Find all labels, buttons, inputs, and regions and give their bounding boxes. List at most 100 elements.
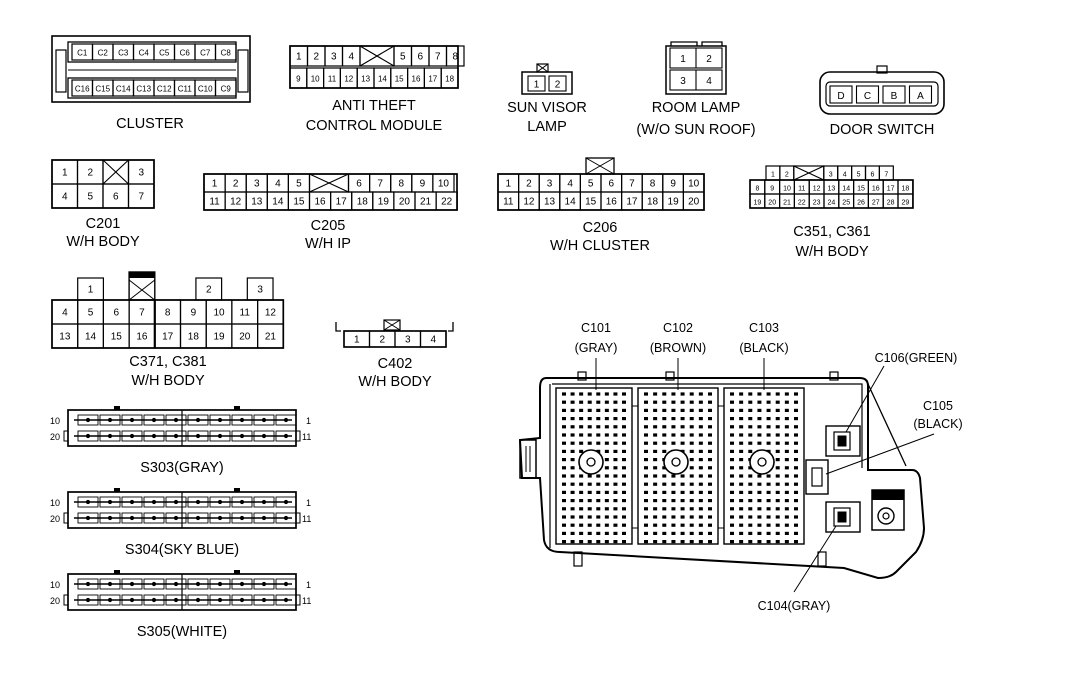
cluster-pin: C12	[157, 85, 172, 94]
c206-pin: 12	[523, 197, 535, 208]
c371-pin: 8	[165, 308, 171, 319]
c206-pin: 6	[609, 179, 615, 190]
splice-pin-number: 20	[50, 596, 60, 606]
c351-pin: 5	[857, 172, 861, 179]
pin-cell	[214, 79, 237, 97]
blank-pin-cross	[102, 159, 129, 185]
anti-theft-pin: 8	[452, 52, 458, 63]
c205-pin: 7	[377, 179, 383, 190]
c205-pin: 9	[420, 179, 426, 190]
c206-pin: 17	[626, 197, 638, 208]
splice-caption: S304(SKY BLUE)	[125, 542, 239, 558]
c201-pin: 2	[87, 168, 93, 179]
c351-caption-line2: W/H BODY	[795, 244, 869, 260]
c402-caption-line2: W/H BODY	[358, 374, 432, 390]
c201-caption-line2: W/H BODY	[66, 234, 140, 250]
c371-caption-line1: C371, C381	[129, 354, 206, 370]
c104-label: C104(GRAY)	[758, 599, 831, 613]
c201-pin: 3	[138, 168, 144, 179]
c351-pin: 7	[884, 172, 888, 179]
c351-pin: 18	[902, 186, 910, 193]
cluster-pin: C13	[136, 85, 151, 94]
splice-pin-number: 1	[306, 580, 311, 590]
c371-pin: 16	[136, 332, 148, 343]
door-switch-pin: B	[891, 91, 898, 102]
c351-pin: 22	[798, 200, 806, 207]
c206-pin: 19	[668, 197, 680, 208]
anti-theft-pin: 10	[311, 75, 320, 84]
c201-pin: 4	[62, 192, 68, 203]
c206-pin: 10	[688, 179, 700, 190]
c205-pin: 3	[254, 179, 260, 190]
room-lamp-pin: 2	[706, 54, 712, 65]
pin-cell	[214, 43, 237, 61]
door-switch-pin: D	[837, 91, 844, 102]
c105-label: C105	[923, 399, 953, 413]
c371-pin: 21	[265, 332, 277, 343]
c371-pin: 9	[191, 308, 197, 319]
anti-theft-caption-line2: CONTROL MODULE	[306, 118, 443, 134]
c103-label: C103	[749, 321, 779, 335]
anti-theft-pin: 12	[344, 75, 353, 84]
c371-pin: 18	[188, 332, 200, 343]
c205-pin: 19	[378, 197, 390, 208]
c351-pin: 26	[857, 200, 865, 207]
c206-pin: 20	[688, 197, 700, 208]
c351-pin: 2	[785, 172, 789, 179]
sun-visor-pin: 2	[555, 80, 561, 91]
cluster-pin: C14	[116, 85, 131, 94]
c205-pin: 12	[230, 197, 242, 208]
c371-pin: 3	[257, 285, 263, 296]
anti-theft-pin: 16	[412, 75, 421, 84]
c101-color: (GRAY)	[575, 341, 618, 355]
c205-pin: 5	[296, 179, 302, 190]
c205-pin: 21	[420, 197, 432, 208]
anti-theft-pin: 1	[296, 52, 302, 63]
c351-pin: 24	[828, 200, 836, 207]
room-lamp-pin: 1	[680, 54, 686, 65]
c351-pin: 10	[783, 186, 791, 193]
c351-pin: 28	[887, 200, 895, 207]
c371-pin: 20	[239, 332, 251, 343]
c201-caption-line1: C201	[86, 216, 121, 232]
splice-caption: S303(GRAY)	[140, 460, 224, 476]
c105-color: (BLACK)	[913, 417, 962, 431]
cluster-pin: C5	[159, 49, 170, 58]
c206-pin: 8	[650, 179, 656, 190]
c206-pin: 2	[526, 179, 532, 190]
c201-pin: 7	[138, 192, 144, 203]
c351-pin: 16	[872, 186, 880, 193]
cluster-pin: C9	[221, 85, 232, 94]
c103-color: (BLACK)	[739, 341, 788, 355]
door-switch-pin: A	[917, 91, 924, 102]
c351-pin: 27	[872, 200, 880, 207]
sun-visor-caption-line2: LAMP	[527, 119, 567, 135]
room-lamp-pin: 4	[706, 76, 712, 87]
door-switch-pin: C	[864, 91, 871, 102]
c351-pin: 21	[783, 200, 791, 207]
cluster-pin: C15	[95, 85, 110, 94]
c402-pin: 1	[354, 335, 360, 346]
c351-pin: 19	[754, 200, 762, 207]
room-lamp-caption-line2: (W/O SUN ROOF)	[636, 122, 755, 138]
anti-theft-pin: 18	[445, 75, 454, 84]
anti-theft-pin: 3	[331, 52, 337, 63]
door-switch-caption: DOOR SWITCH	[830, 122, 935, 138]
c205-pin: 20	[399, 197, 411, 208]
c206-caption-line2: W/H CLUSTER	[550, 238, 650, 254]
c371-pin: 10	[213, 308, 225, 319]
splice-pin-number: 1	[306, 416, 311, 426]
c371-pin: 12	[265, 308, 277, 319]
c205-pin: 22	[441, 197, 453, 208]
anti-theft-pin: 7	[435, 52, 441, 63]
c351-pin: 20	[768, 200, 776, 207]
c402-caption-line1: C402	[378, 356, 413, 372]
c205-pin: 8	[398, 179, 404, 190]
